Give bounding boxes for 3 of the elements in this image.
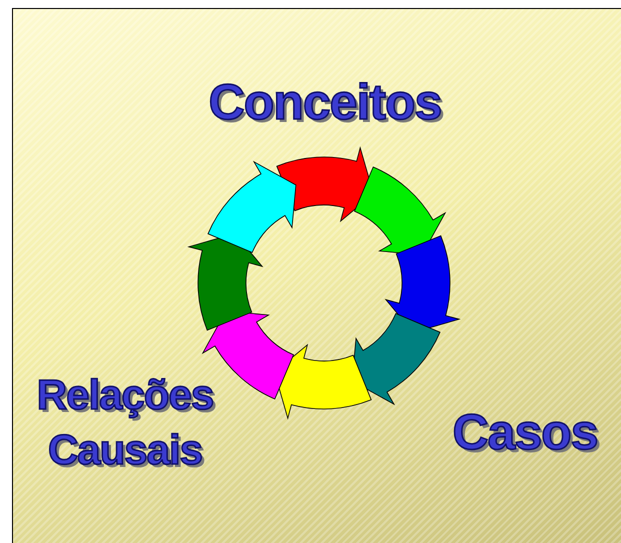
heading-text: Casos: [451, 403, 599, 462]
heading-text: Relações Causais: [36, 370, 214, 475]
heading-text: Conceitos: [208, 73, 442, 132]
